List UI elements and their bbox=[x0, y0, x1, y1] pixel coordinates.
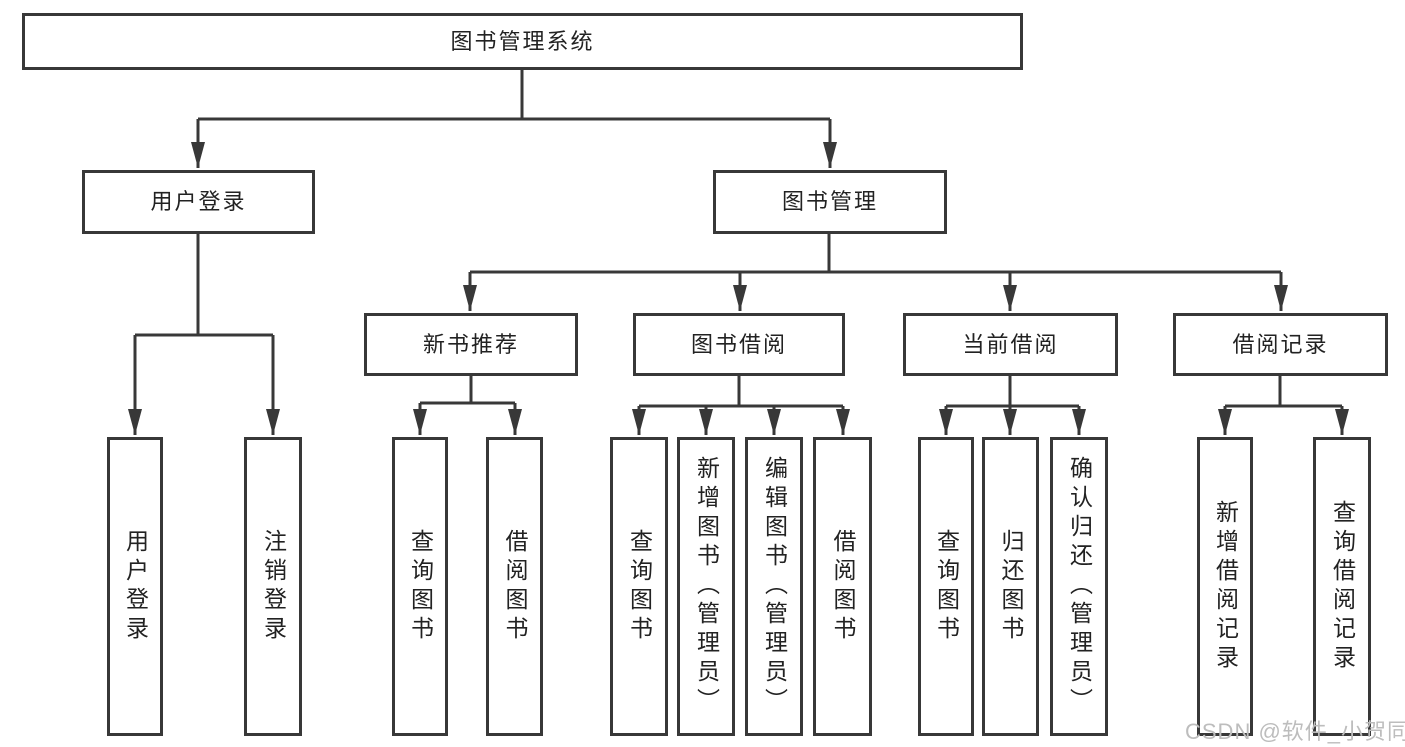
leaf-label: 借阅图书 bbox=[502, 528, 528, 645]
node-book-borrow: 图书借阅 bbox=[633, 313, 845, 376]
node-borrow-records: 借阅记录 bbox=[1173, 313, 1388, 376]
node-root: 图书管理系统 bbox=[22, 13, 1023, 70]
node-current-borrow: 当前借阅 bbox=[903, 313, 1118, 376]
leaf-logout: 注销登录 bbox=[244, 437, 302, 736]
leaf-label: 新增借阅记录 bbox=[1212, 499, 1239, 674]
connector-login-rail bbox=[135, 233, 273, 337]
node-user-login: 用户登录 bbox=[82, 170, 315, 234]
csdn-watermark: CSDN @软件_小贺同学 bbox=[1185, 719, 1405, 744]
node-label: 新书推荐 bbox=[422, 331, 519, 357]
leaf-label: 查询图书 bbox=[933, 528, 960, 645]
node-label: 借阅记录 bbox=[1232, 331, 1329, 357]
leaf-query-books-current: 查询图书 bbox=[918, 437, 974, 736]
leaf-label: 查询图书 bbox=[626, 528, 653, 645]
leaf-add-book-admin: 新增图书（管理员） bbox=[677, 437, 735, 736]
leaf-label: 借阅图书 bbox=[830, 528, 856, 645]
node-book-management: 图书管理 bbox=[713, 170, 947, 234]
leaf-label: 用户登录 bbox=[122, 528, 149, 645]
leaf-query-books-borrow: 查询图书 bbox=[610, 437, 668, 736]
leaf-label: 查询图书 bbox=[407, 528, 434, 645]
connector-records-rail bbox=[1225, 375, 1342, 408]
leaf-user-login: 用户登录 bbox=[107, 437, 163, 736]
leaf-label: 归还图书 bbox=[998, 528, 1024, 645]
leaf-label: 编辑图书（管理员） bbox=[761, 456, 788, 717]
leaf-label: 新增图书（管理员） bbox=[693, 456, 720, 717]
node-label: 用户登录 bbox=[150, 189, 247, 214]
connector-borrow-rail bbox=[639, 375, 843, 408]
leaf-borrow-books-recommend: 借阅图书 bbox=[486, 437, 543, 736]
leaf-edit-book-admin: 编辑图书（管理员） bbox=[745, 437, 803, 736]
leaf-borrow-books: 借阅图书 bbox=[813, 437, 872, 736]
connector-mgmt-rail bbox=[470, 233, 1281, 274]
leaf-query-books-recommend: 查询图书 bbox=[392, 437, 448, 736]
leaf-label: 确认归还（管理员） bbox=[1066, 456, 1093, 717]
leaf-label: 查询借阅记录 bbox=[1329, 499, 1356, 674]
leaf-add-borrow-record: 新增借阅记录 bbox=[1197, 437, 1253, 736]
leaf-label: 注销登录 bbox=[260, 528, 287, 645]
leaf-query-borrow-record: 查询借阅记录 bbox=[1313, 437, 1371, 736]
leaf-return-book: 归还图书 bbox=[982, 437, 1039, 736]
node-root-label: 图书管理系统 bbox=[450, 28, 595, 54]
node-label: 当前借阅 bbox=[962, 331, 1059, 357]
node-label: 图书管理 bbox=[781, 189, 878, 214]
connector-root-rail bbox=[198, 68, 830, 121]
node-new-book-recommend: 新书推荐 bbox=[364, 313, 578, 376]
connector-recommend-rail bbox=[420, 375, 515, 405]
node-label: 图书借阅 bbox=[690, 331, 787, 357]
leaf-confirm-return-admin: 确认归还（管理员） bbox=[1050, 437, 1108, 736]
connector-current-rail bbox=[946, 375, 1079, 408]
